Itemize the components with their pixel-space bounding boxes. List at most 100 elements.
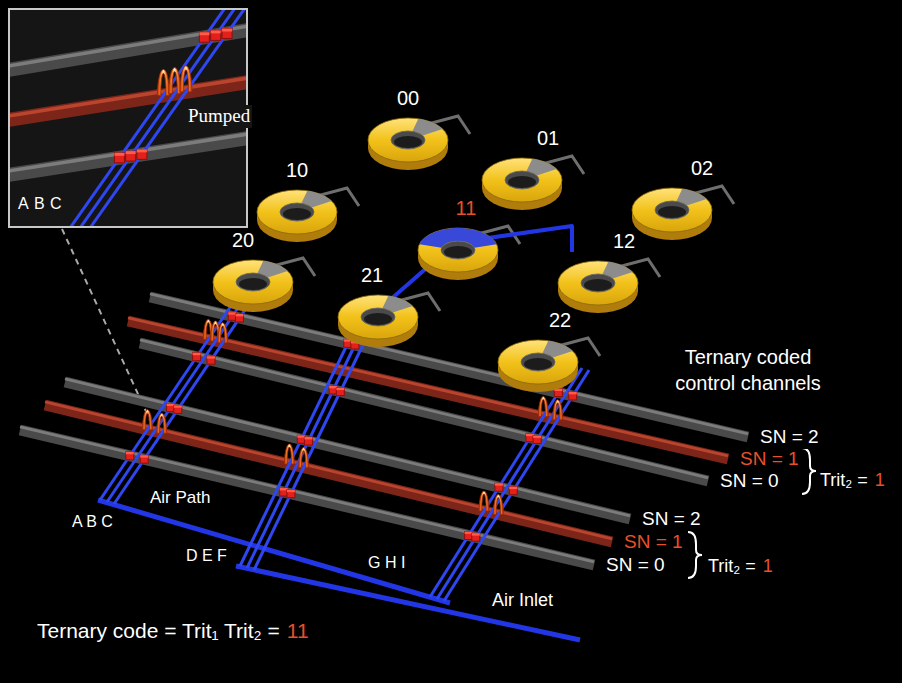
reservoir-ring: 11 — [410, 194, 506, 290]
code-label: Ternary code = Trit₁ Trit₂ = — [35, 618, 282, 643]
ring-hole-depth — [508, 176, 536, 188]
reservoir-ring: 21 — [330, 261, 426, 357]
port-label: G H I — [366, 553, 407, 572]
pumped-valve — [284, 444, 294, 464]
port-label: A B C — [70, 512, 115, 531]
ring-top — [482, 158, 562, 202]
valve-block — [140, 455, 148, 463]
trit-value: 1 — [873, 470, 887, 492]
channel-label: SN = 2 — [758, 426, 821, 449]
ring-code: 01 — [535, 126, 561, 150]
valve-block — [336, 388, 344, 396]
ring-code: 21 — [359, 263, 385, 287]
valve-top — [193, 353, 201, 355]
callout-label: Pumped — [186, 105, 252, 128]
valve-top — [174, 405, 182, 407]
pumped-valve — [157, 413, 167, 433]
valve-block — [174, 405, 182, 413]
pumped-valve — [169, 68, 181, 94]
air-line — [430, 366, 575, 597]
ring-hole — [280, 203, 314, 221]
air-line — [254, 322, 374, 570]
valve-block — [199, 32, 209, 42]
valve-top — [569, 392, 577, 394]
curly-bracket — [688, 532, 702, 578]
ring-code: 11 — [454, 196, 479, 220]
path-label: Air Path — [148, 488, 212, 508]
valve-top — [235, 314, 243, 316]
pumped-valve — [493, 495, 503, 515]
pressure-channel — [45, 405, 612, 542]
trit-value: 1 — [761, 556, 775, 578]
valve-block — [287, 490, 295, 498]
valve-block — [114, 153, 124, 163]
port-label: D E F — [184, 546, 229, 565]
valve-top — [207, 356, 215, 358]
ring-hole-depth — [239, 278, 267, 290]
valve-block — [569, 392, 577, 400]
valve-block — [472, 533, 480, 541]
ring-hole — [505, 171, 539, 189]
valve-block — [509, 487, 517, 495]
port-label: A — [16, 194, 31, 213]
channel-label: SN = 1 — [738, 448, 801, 471]
valve-block — [554, 389, 562, 397]
port-label: C — [48, 194, 64, 213]
pumped-valve — [218, 323, 228, 343]
caption-text: Ternary coded control channels — [666, 344, 830, 396]
valve-top — [304, 437, 312, 439]
ring-hole — [521, 353, 555, 371]
pumped-valve — [479, 491, 489, 511]
ring-code: 00 — [395, 86, 421, 110]
control-channel — [10, 30, 246, 70]
ring-hole — [391, 131, 425, 149]
valve-top — [472, 533, 480, 535]
reservoir-ring: 01 — [474, 124, 570, 220]
valve-block — [126, 452, 134, 460]
pumped-valve — [553, 400, 563, 420]
ring-top — [498, 340, 578, 384]
channel-highlight — [128, 318, 728, 456]
valve-block — [137, 149, 147, 159]
trit-label: Trit₂ = — [818, 470, 870, 492]
channel-label: SN = 2 — [640, 508, 703, 531]
ring-top — [558, 261, 638, 305]
ring-code: 12 — [611, 229, 637, 253]
ring-hole-depth — [658, 206, 686, 218]
ring-hole — [581, 274, 615, 292]
valve-top — [336, 388, 344, 390]
valve-block — [235, 314, 243, 322]
air-line — [114, 289, 259, 504]
valve-block — [207, 356, 215, 364]
ring-top — [368, 118, 448, 162]
inset-panel: PumpedABC — [8, 8, 248, 228]
valve-top — [287, 490, 295, 492]
pumped-valve — [142, 410, 152, 430]
reservoir-ring: 00 — [360, 84, 456, 180]
pumped-valve — [180, 66, 192, 92]
ring-hole-depth — [524, 358, 552, 370]
valve-block — [222, 28, 232, 38]
air-line — [437, 368, 582, 599]
reservoir-ring: 22 — [490, 306, 586, 402]
valve-top — [509, 487, 517, 489]
pumped-valve — [538, 397, 548, 417]
port-label: B — [32, 194, 47, 213]
ring-top — [257, 190, 337, 234]
ring-top — [632, 188, 712, 232]
pumped-valve — [157, 69, 169, 95]
valve-top — [495, 483, 503, 485]
curly-bracket — [802, 448, 816, 494]
ring-hole-depth — [444, 246, 472, 258]
ring-top — [418, 228, 498, 272]
valve-top — [137, 149, 147, 152]
valve-top — [199, 32, 209, 35]
ring-hole — [361, 308, 395, 326]
pumped-valve — [299, 447, 309, 467]
valve-top — [114, 153, 124, 156]
channel-label: SN = 0 — [604, 554, 667, 577]
channel-highlight — [10, 134, 246, 171]
